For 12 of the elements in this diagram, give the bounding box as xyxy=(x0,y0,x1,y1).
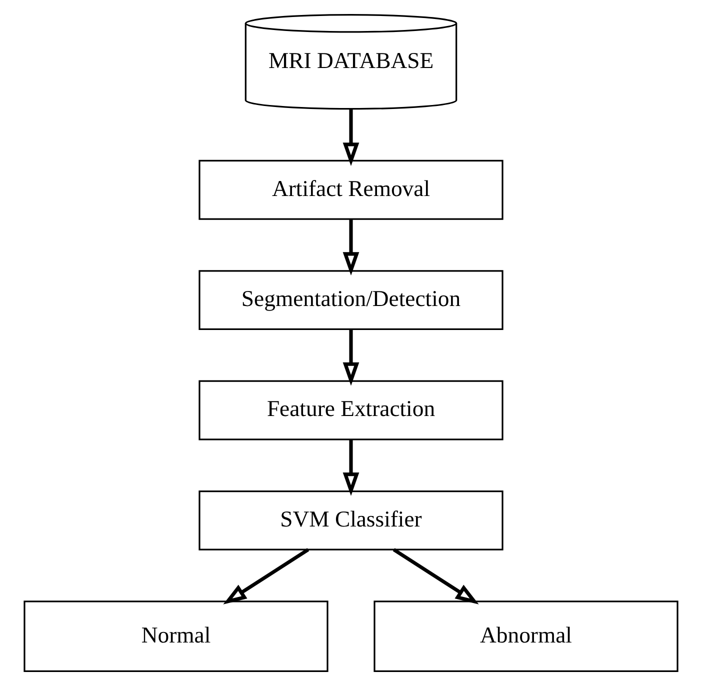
arrow xyxy=(392,548,479,604)
node-box: Feature Extraction xyxy=(198,380,504,440)
arrow xyxy=(342,109,360,166)
arrow xyxy=(342,220,360,276)
arrow xyxy=(223,548,310,604)
arrow xyxy=(342,330,360,386)
node-box: Artifact Removal xyxy=(198,160,504,220)
arrow xyxy=(342,440,360,496)
node-box: Normal xyxy=(24,600,328,672)
node-box: Abnormal xyxy=(374,600,678,672)
node-box: SVM Classifier xyxy=(198,490,504,550)
node-box: Segmentation/Detection xyxy=(198,270,504,330)
